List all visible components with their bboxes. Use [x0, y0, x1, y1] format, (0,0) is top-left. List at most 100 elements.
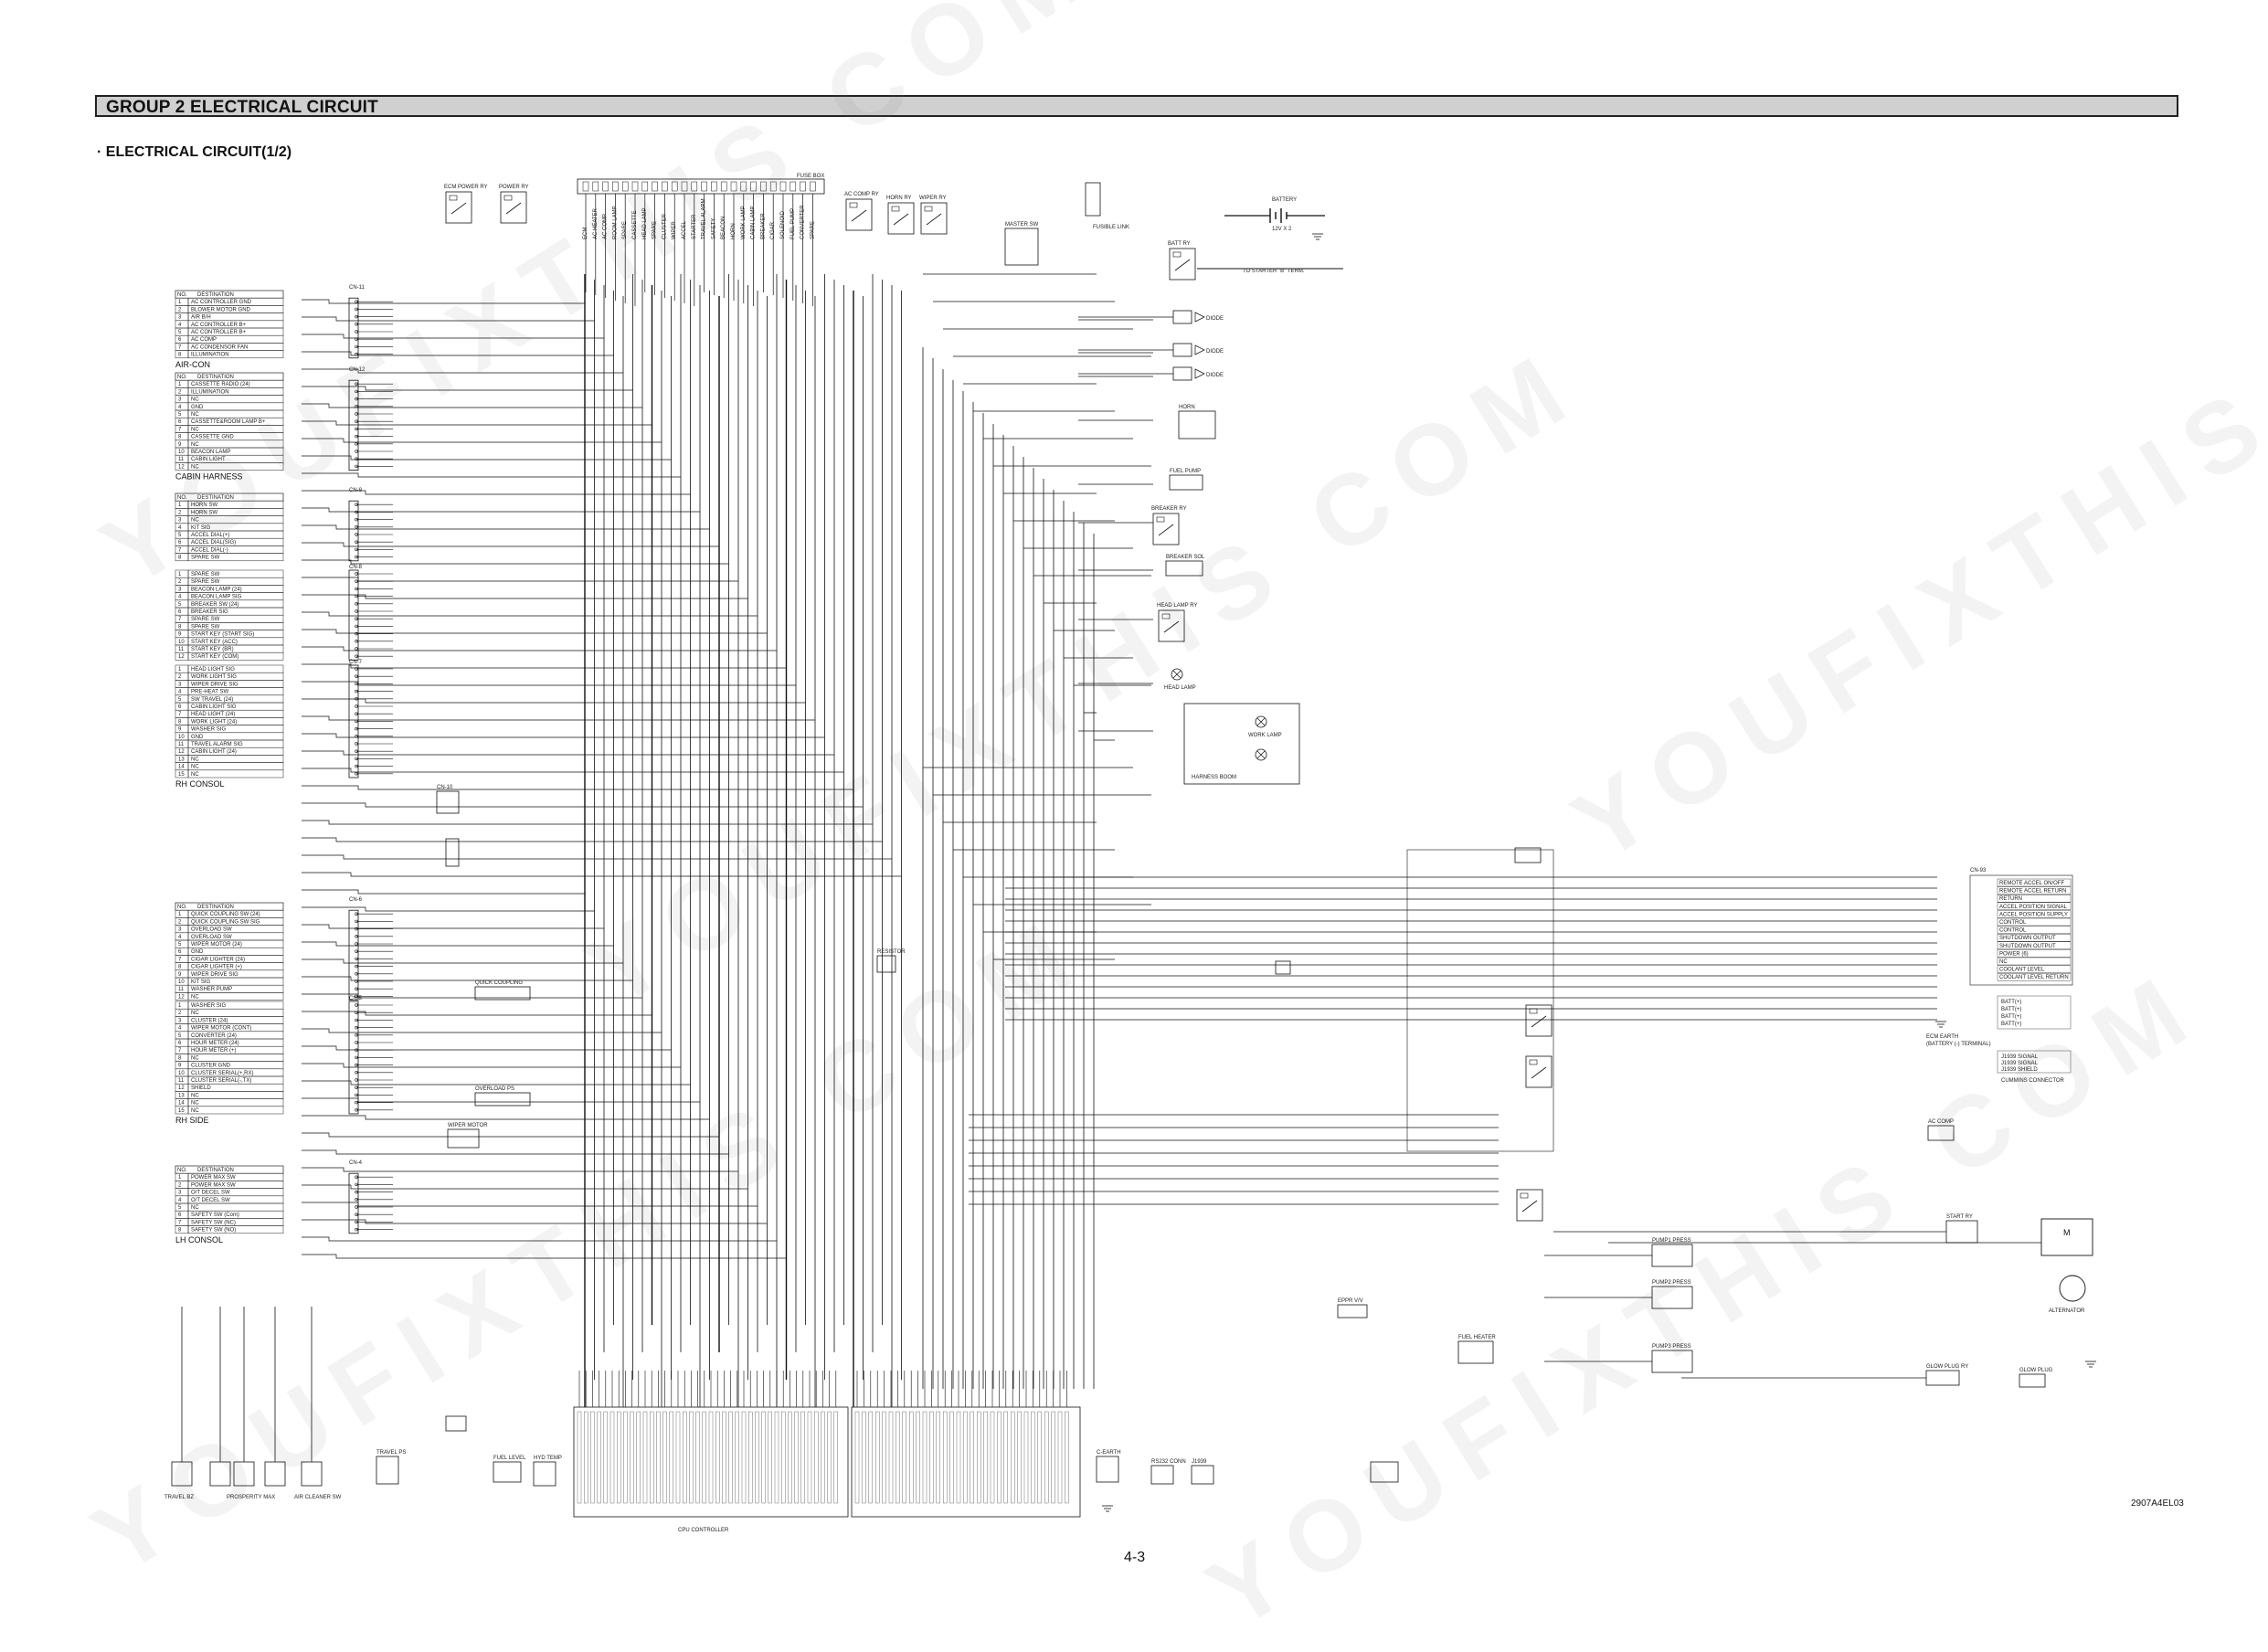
table-row-dest: BLOWER MOTOR GND [191, 307, 251, 312]
table-cell [187, 1106, 284, 1115]
pin-terminal [355, 1205, 358, 1209]
eppr-valve-label: EPPR V/V [1338, 1298, 1363, 1304]
table-row-dest: AC CONTROLLER B+ [191, 330, 247, 335]
table-cell [187, 1054, 284, 1062]
pin-terminal [355, 510, 358, 514]
relay-coil [503, 195, 513, 201]
fuse [691, 181, 698, 192]
table-row-no: 12 [178, 994, 185, 1000]
wire [302, 611, 758, 617]
section-title: LH CONSOL [175, 1235, 223, 1244]
start-relay [1945, 1220, 1978, 1244]
table-row-no: 4 [178, 1198, 182, 1203]
bottom-sensor [264, 1461, 286, 1487]
table-row-no: 3 [178, 587, 182, 592]
table-row-no: 2 [178, 674, 182, 680]
table-row-no: 1 [178, 1003, 182, 1009]
wiper-relay-label: WIPER RY [919, 196, 947, 201]
batt-block-row: BATT(+) [2001, 1022, 2021, 1027]
wire [302, 872, 902, 877]
table-row-no: 11 [178, 742, 185, 747]
diode-label: DIODE [1206, 373, 1224, 378]
diagram-subtitle: · ELECTRICAL CIRCUIT(1/2) [97, 144, 292, 160]
table-cell [187, 395, 284, 404]
j1939-connector [1191, 1465, 1214, 1485]
table-row-no: 5 [178, 697, 182, 703]
table-row-no: 9 [178, 442, 182, 448]
table-row-no: 15 [178, 772, 185, 778]
fuse-label: AC HEATER [593, 207, 599, 239]
table-row-dest: CASSETTE GND [191, 435, 234, 440]
connector-label: CN-5 [349, 996, 363, 1001]
fuse-label: CIGAR [770, 221, 776, 239]
chassis-earth-label: C-EARTH [1097, 1450, 1121, 1456]
table-row-dest: AIR B/H [191, 315, 211, 321]
table-row-no: 7 [178, 344, 182, 350]
table-row-no: 5 [178, 1205, 182, 1211]
table-row-no: 5 [178, 412, 182, 418]
table-row-no: 9 [178, 1064, 182, 1069]
fuse-label: ROOM LAMP [612, 206, 618, 239]
relay-contact [893, 213, 909, 226]
cpu-controller-label: CPU CONTROLLER [678, 1528, 729, 1533]
table-row-no: 8 [178, 719, 182, 725]
pin-terminal [355, 624, 358, 629]
cpu-pin [662, 1411, 667, 1504]
table-row-dest: SPARE SW [191, 572, 220, 577]
cpu-pin [590, 1411, 595, 1504]
power-relay-label: POWER RY [499, 185, 529, 190]
fuse-label: SPARE [622, 221, 628, 239]
table-row-no: 14 [178, 765, 185, 770]
table-row-dest: AC CONTROLLER GND [191, 300, 252, 305]
pin-terminal [355, 935, 358, 938]
section-title: AIR-CON [175, 360, 210, 369]
battery-spec-label: 12V X 2 [1272, 227, 1292, 232]
pin-terminal [355, 1003, 358, 1007]
pin-terminal [355, 764, 358, 768]
table-row-no: 5 [178, 602, 182, 608]
table-cell [187, 515, 284, 524]
wiper-motor-label: WIPER MOTOR [448, 1123, 488, 1128]
fuse-label: FUEL PUMP [790, 208, 796, 239]
table-row-no: 3 [178, 1191, 182, 1196]
relay-contact [1521, 1200, 1538, 1213]
table-row-no: 6 [178, 609, 182, 615]
pin-terminal [355, 352, 358, 356]
cpu-pin [997, 1411, 1002, 1504]
overload-pressure-switch [474, 1092, 531, 1107]
alternator-label: ALTERNATOR [2049, 1308, 2085, 1314]
pin-terminal [355, 314, 358, 319]
table-row-dest: ACCEL DIAL(-) [191, 547, 228, 553]
relay-contact [926, 213, 942, 226]
table-row-no: 6 [178, 949, 182, 955]
fuse [631, 181, 639, 192]
pin-terminal [355, 1198, 358, 1202]
fuse-label: ECM [583, 228, 588, 239]
pin-terminal [355, 1108, 358, 1112]
pin-terminal [355, 1055, 358, 1060]
table-row-dest: CABIN LIGHT (24) [191, 749, 237, 755]
table-row-no: 6 [178, 540, 182, 545]
cpu-pin [909, 1411, 914, 1504]
table-row-dest: O/T DECEL SW [191, 1198, 230, 1203]
pin-terminal [355, 689, 358, 694]
bottom-sensor-label: AIR CLEANER SW [294, 1495, 342, 1500]
cummins-row-cell [1997, 941, 2072, 950]
fuse [740, 181, 747, 192]
cummins-row-label: SHUTDOWN OUTPUT [1999, 936, 2056, 941]
fuse [681, 181, 688, 192]
glow-plug-relay-label: GLOW PLUG RY [1926, 1364, 1968, 1370]
quick-coupling-label: QUICK COUPLING [475, 980, 523, 986]
table-row-dest: NC [191, 772, 199, 778]
pin-terminal [355, 1063, 358, 1067]
pin-terminal [355, 389, 358, 394]
fuse-label: WIPER [672, 221, 677, 239]
relay-coil [891, 206, 900, 212]
cummins-row-label: SHUTDOWN OUTPUT [1999, 944, 2056, 949]
table-row-dest: HEAD LIGHT SIG [191, 667, 235, 672]
table-row-no: 1 [178, 382, 182, 387]
pin-terminal [355, 631, 358, 636]
fuse [592, 181, 599, 192]
j1939-connector-label: J1939 [1192, 1459, 1207, 1465]
pin-terminal [355, 647, 358, 651]
